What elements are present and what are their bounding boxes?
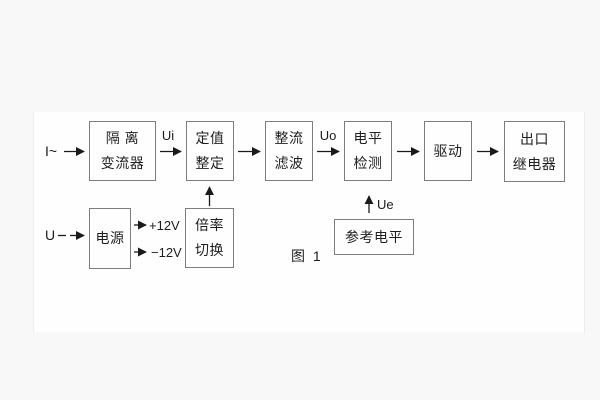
block-label: 检测 [353,155,383,171]
block-label: 继电器 [512,155,557,172]
label-input-voltage: U [44,227,56,243]
block-label: 整定 [195,155,225,171]
label-minus12: −12V [151,245,182,260]
block-reference-level: 参考电平 [334,219,414,255]
block-label: 滤波 [274,155,304,171]
label-ui: Ui [161,128,175,143]
block-label: 出口 [520,130,549,147]
block-level-detect: 电平 检测 [344,121,392,181]
block-label: 驱动 [433,142,463,159]
block-label: 参考电平 [345,228,403,245]
block-label: 倍率 [195,217,224,233]
label-plus12: +12V [149,218,180,233]
block-label: 整流 [274,130,304,146]
label-input-current: I~ [44,143,58,159]
block-power-supply: 电源 [89,208,131,269]
block-rectifier-filter: 整流 滤波 [265,121,313,181]
block-label: 变流器 [100,155,145,171]
block-isolation-transformer: 隔 离 变流器 [89,121,156,181]
block-setpoint-adjust: 定值 整定 [186,121,234,181]
label-uo: Uo [319,128,337,143]
block-ratio-switch: 倍率 切换 [185,208,234,268]
block-drive: 驱动 [424,121,472,181]
block-label: 隔 离 [105,130,140,146]
block-label: 定值 [195,130,225,146]
figure-caption: 图 1 [291,248,323,264]
block-output-relay: 出口 继电器 [504,121,565,182]
block-label: 电源 [95,230,125,246]
label-ue: Ue [377,197,394,212]
block-label: 电平 [353,130,383,146]
block-label: 切换 [195,242,224,258]
